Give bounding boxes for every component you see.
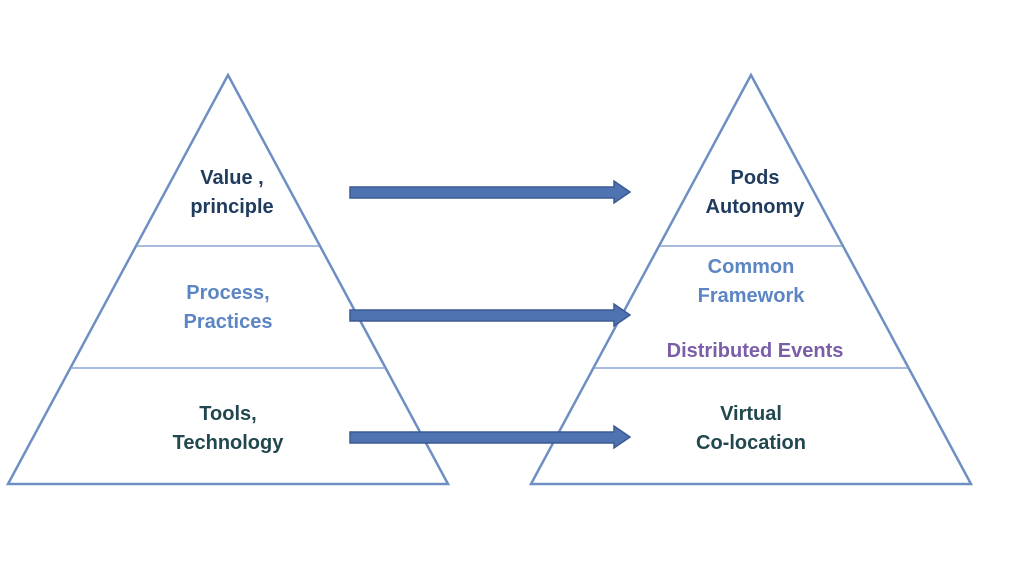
left-bottom-line1: Tools,	[199, 403, 257, 425]
left-top-label: Value , principle	[190, 164, 273, 222]
right-top-line2: Autonomy	[705, 196, 805, 218]
arrow-bottom	[349, 424, 632, 450]
arrow-middle	[349, 302, 632, 328]
left-pyramid	[5, 72, 451, 486]
left-top-line2: principle	[190, 196, 274, 218]
right-middle-line2: Framework	[697, 285, 805, 307]
left-bottom-label: Tools, Technology	[173, 400, 284, 458]
left-middle-line2: Practices	[183, 311, 273, 333]
right-top-label: Pods Autonomy	[706, 164, 805, 222]
arrow-top	[349, 179, 632, 205]
right-bottom-line1: Virtual	[720, 403, 782, 425]
left-middle-label: Process, Practices	[184, 279, 273, 337]
left-top-line1: Value ,	[200, 167, 264, 189]
right-bottom-line2: Co-location	[696, 432, 806, 454]
right-middle-label: Common Framework	[698, 253, 805, 311]
right-bottom-label: Virtual Co-location	[696, 400, 806, 458]
right-middle-extra-label: Distributed Events	[667, 337, 844, 366]
right-middle-line3: Distributed Events	[666, 340, 844, 362]
left-middle-line1: Process,	[186, 282, 270, 304]
right-middle-line1: Common	[707, 256, 795, 278]
right-pyramid	[528, 72, 974, 486]
right-top-line1: Pods	[730, 167, 780, 189]
left-bottom-line2: Technology	[172, 432, 284, 454]
